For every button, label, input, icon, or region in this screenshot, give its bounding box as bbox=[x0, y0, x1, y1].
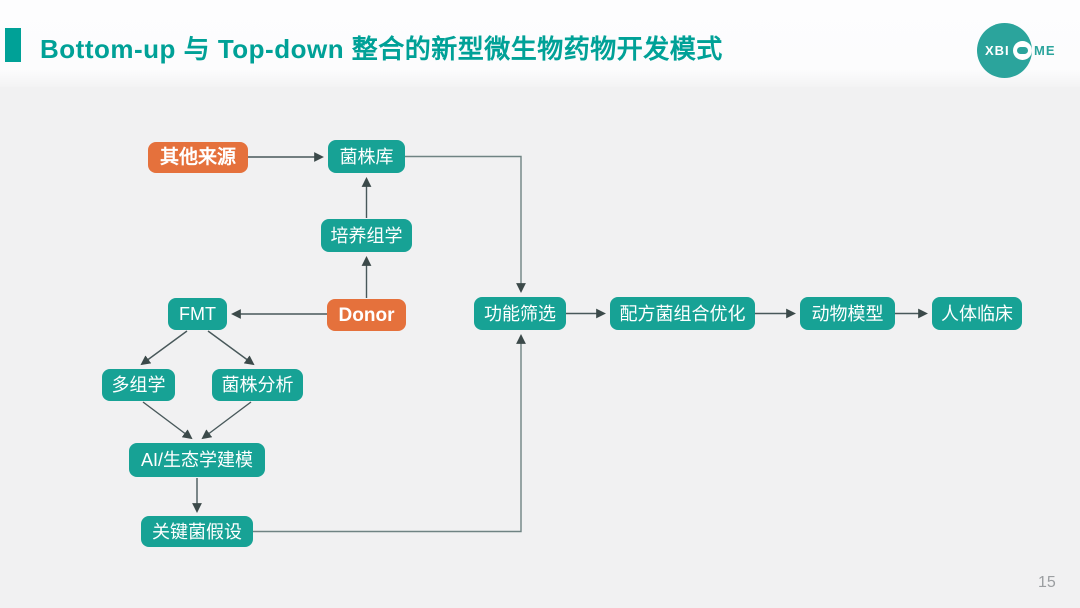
node-donor: Donor bbox=[327, 299, 406, 331]
node-animal-model: 动物模型 bbox=[800, 297, 895, 330]
logo-text-xbi: XBI bbox=[985, 43, 1010, 58]
node-ai-ecology-modeling: AI/生态学建模 bbox=[129, 443, 265, 477]
connector-multi-omics-to-ai-modeling bbox=[142, 401, 193, 440]
node-functional-screening: 功能筛选 bbox=[474, 297, 566, 330]
slide-header: Bottom-up 与 Top-down 整合的新型微生物药物开发模式 XBI … bbox=[0, 0, 1080, 87]
node-key-strain-hypothesis: 关键菌假设 bbox=[141, 516, 253, 547]
connector-strain-library-to-functional-screening bbox=[405, 155, 526, 293]
node-human-clinical: 人体临床 bbox=[932, 297, 1022, 330]
node-formula-combination-optimization: 配方菌组合优化 bbox=[610, 297, 755, 330]
logo-pill-icon bbox=[1017, 47, 1028, 54]
title-bullet-icon bbox=[5, 28, 21, 62]
page-title: Bottom-up 与 Top-down 整合的新型微生物药物开发模式 bbox=[40, 34, 723, 64]
connector-fmt-to-strain-analysis bbox=[207, 330, 255, 366]
node-multi-omics: 多组学 bbox=[102, 369, 175, 401]
node-fmt: FMT bbox=[168, 298, 227, 330]
connector-fmt-to-multi-omics bbox=[140, 330, 188, 366]
xbiome-logo: XBI ME bbox=[977, 23, 1063, 79]
connector-strain-analysis-to-ai-modeling bbox=[201, 401, 252, 440]
node-other-sources: 其他来源 bbox=[148, 142, 248, 173]
node-strain-library: 菌株库 bbox=[328, 140, 405, 173]
logo-text-me: ME bbox=[1034, 43, 1056, 58]
connector-key-hypothesis-to-functional-screening bbox=[253, 334, 526, 533]
logo-o-icon bbox=[1013, 41, 1032, 60]
node-strain-analysis: 菌株分析 bbox=[212, 369, 303, 401]
page-number: 15 bbox=[1038, 574, 1056, 591]
node-culturomics: 培养组学 bbox=[321, 219, 412, 252]
